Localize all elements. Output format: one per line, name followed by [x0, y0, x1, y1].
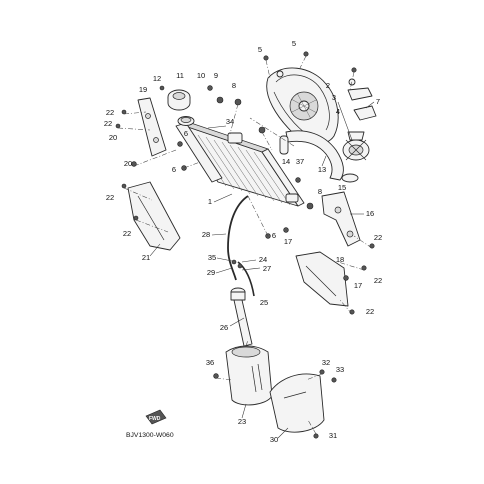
callout-20b: 20: [124, 159, 132, 168]
callout-16: 16: [366, 209, 374, 218]
callout-31: 31: [329, 431, 337, 440]
reservoir-cover: [269, 373, 325, 433]
fan-motor: [342, 131, 370, 161]
radiator: [175, 116, 305, 207]
front-direction-marker: FWD: [145, 409, 167, 425]
callout-22c: 22: [123, 229, 131, 238]
callout-18: 18: [336, 255, 344, 264]
callout-12: 12: [153, 74, 161, 83]
callout-32: 32: [322, 358, 330, 367]
hose-clamp: [341, 173, 359, 183]
callout-17b: 17: [354, 281, 362, 290]
assembly-lines: [117, 55, 373, 435]
overflow-hose: [227, 195, 249, 281]
callout-5a: 5: [258, 45, 262, 54]
fan-shroud: [266, 67, 356, 145]
callout-8b: 8: [318, 187, 322, 196]
callout-8a: 8: [232, 81, 236, 90]
radiator-bracket-right: [321, 191, 361, 247]
callout-5b: 5: [292, 39, 296, 48]
callout-24: 24: [259, 255, 267, 264]
callout-3: 3: [332, 93, 336, 102]
radiator-bracket-left: [137, 97, 167, 157]
radiator-hose-upper: [285, 130, 344, 181]
fan-bracket: [347, 87, 377, 121]
radiator-cap: [167, 89, 191, 111]
callout-10: 10: [197, 71, 205, 80]
callout-22a: 22: [104, 119, 112, 128]
diagram-code: BJV1300-W060: [126, 432, 174, 439]
reservoir-filler-hose: [233, 299, 253, 347]
callout-35: 35: [208, 253, 216, 262]
callout-30: 30: [270, 435, 278, 444]
callout-6c: 6: [272, 231, 276, 240]
side-cover-right: [295, 251, 349, 307]
callout-7: 7: [376, 97, 380, 106]
callout-28: 28: [202, 230, 210, 239]
callout-27: 27: [263, 264, 271, 273]
callout-4: 4: [336, 107, 340, 116]
callout-2: 2: [326, 81, 330, 90]
callout-34: 34: [226, 117, 234, 126]
callout-29: 29: [207, 268, 215, 277]
callout-17a: 17: [284, 237, 292, 246]
side-cover-left: [127, 181, 181, 251]
callout-21: 21: [142, 253, 150, 262]
callout-20a: 20: [109, 133, 117, 142]
reservoir-cap: [230, 287, 246, 301]
callout-9: 9: [214, 71, 218, 80]
callout-22d: 22: [374, 233, 382, 242]
callout-37: 37: [296, 157, 304, 166]
callout-26: 26: [220, 323, 228, 332]
callout-22g: 22: [106, 108, 114, 117]
callout-6b: 6: [184, 129, 188, 138]
callout-22e: 22: [374, 276, 382, 285]
callout-22f: 22: [366, 307, 374, 316]
callout-23: 23: [238, 417, 246, 426]
callout-33: 33: [336, 365, 344, 374]
callout-36: 36: [206, 358, 214, 367]
callout-15: 15: [338, 183, 346, 192]
callout-11: 11: [176, 71, 184, 80]
callout-6a: 6: [172, 165, 176, 174]
callout-19: 19: [139, 85, 147, 94]
coolant-reservoir: [225, 345, 273, 406]
callout-1: 1: [208, 197, 212, 206]
callout-22b: 22: [106, 193, 114, 202]
callout-25: 25: [260, 298, 268, 307]
hose-small: [279, 135, 289, 155]
front-marker-label: FWD: [149, 416, 161, 422]
callout-13: 13: [318, 165, 326, 174]
callout-14: 14: [282, 157, 290, 166]
callouts: 1 2 3 4 5 5 6 6 6 7 8 8 9 10 11 12 13 14…: [104, 39, 382, 444]
